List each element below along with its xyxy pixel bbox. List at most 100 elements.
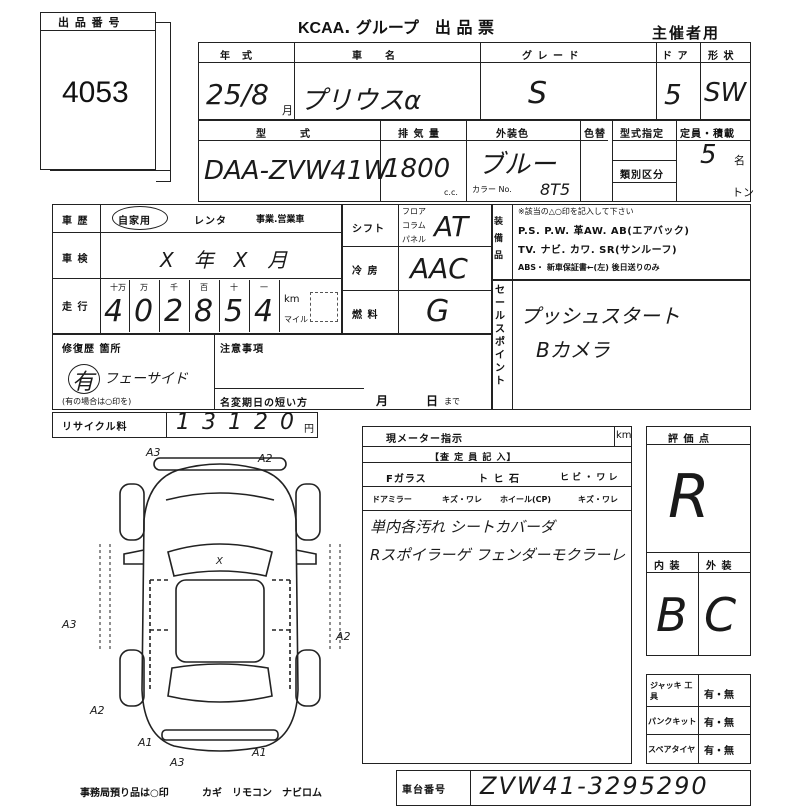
year-value: 25/8 [206, 78, 269, 111]
crack-options: ヒ ビ ・ ワ レ [560, 473, 618, 483]
sales-point-div [512, 280, 513, 410]
digit-value: 8 [194, 294, 214, 329]
row2-div5 [676, 120, 677, 202]
mid-div [398, 204, 399, 334]
car-diagram [99, 457, 341, 752]
color-change-label: 色替 [584, 129, 606, 140]
caution-line [214, 388, 364, 389]
row1-box [198, 42, 751, 120]
mid-line2 [342, 290, 492, 291]
row2-type-line2 [612, 160, 676, 161]
digit-value: 5 [224, 294, 244, 329]
shape-label: 形 状 [708, 51, 735, 62]
color-label: 外装色 [496, 129, 529, 140]
mirror-options: キズ・ワレ [442, 495, 482, 504]
fuel-label: 燃 料 [352, 310, 379, 321]
damage-mark-rear-left: A2 [90, 704, 105, 717]
lot-number-box-shadow-bottom [50, 170, 170, 171]
sales-point-line2: Bカメラ [536, 338, 610, 362]
inspection-label: 車 検 [62, 254, 89, 265]
lot-label: 出 品 番 号 [58, 16, 121, 29]
digit-value: 4 [104, 294, 124, 329]
capacity-unit: 名 [734, 154, 745, 167]
interior-label: 内 装 [654, 561, 681, 572]
fuel-value: G [426, 294, 450, 329]
damage-mark-rear-bumper: A1 [138, 736, 153, 749]
repair-label: 修復歴 箇所 [62, 344, 122, 355]
history-line1 [52, 232, 342, 233]
jack-label: ジャッキ 工具 [650, 681, 693, 701]
row2-header-line [198, 140, 608, 141]
displacement-value: 1800 [384, 154, 451, 184]
exterior-label: 外 装 [706, 561, 733, 572]
ac-label: 冷 房 [352, 266, 379, 277]
caution-day: 日 [426, 394, 440, 408]
repair-detail: フェーサイド [104, 371, 188, 387]
lot-number-box-shadow [156, 22, 171, 182]
sales-point-label: セールスポイント [495, 285, 506, 387]
title: KCAA. グループ 出 品 票 [298, 14, 494, 38]
color-no-label: カラー No. [472, 185, 512, 194]
inspector-line4 [362, 510, 632, 511]
color-no-value: 8T5 [540, 180, 571, 199]
jack-value: 有・無 [704, 690, 734, 701]
chassis-label: 車台番号 [402, 785, 446, 796]
repair-note: (有の場合は○印を) [62, 397, 132, 406]
chassis-value: ZVW41-3295290 [480, 772, 709, 800]
class-label: 類別区分 [620, 170, 664, 181]
grade-label: グ レ ー ド [522, 51, 580, 62]
mile-label: マイル [284, 315, 308, 324]
interior-score-value: B [656, 588, 688, 642]
row2-box [198, 120, 751, 202]
mirror-left [123, 549, 145, 565]
meter-km: km [616, 430, 632, 441]
inspector-note2: Rスポイラーゲ フェンダーモクラーレ [370, 546, 626, 564]
score-line1 [646, 444, 751, 445]
puncture-label: パンクキット [648, 717, 697, 726]
model-label: 型 式 [256, 129, 311, 140]
displacement-label: 排 気 量 [398, 129, 440, 140]
wheel-front-left [119, 483, 145, 541]
recycle-label: リサイクル料 [62, 422, 128, 433]
row1-div4 [700, 42, 701, 120]
cc-unit: c.c. [444, 188, 458, 197]
equipment-note: ※該当の△○印を記入して下さい [518, 207, 634, 216]
spare-value: 有・無 [704, 746, 734, 757]
rear-bumper [161, 729, 279, 741]
caution-made: まで [444, 397, 460, 406]
wheel-options: キズ・ワレ [578, 495, 618, 504]
puncture-value: 有・無 [704, 718, 734, 729]
car-body-outline [141, 463, 299, 752]
capacity-value: 5 [700, 140, 717, 170]
inspector-line2 [362, 462, 632, 463]
shift-value: AT [434, 210, 469, 243]
car-door-right [270, 579, 291, 690]
caution-label: 注意事項 [220, 344, 264, 355]
equipment-div [512, 204, 513, 280]
mirror-right [295, 549, 317, 565]
spare-label: スペアタイヤ [648, 745, 696, 754]
inspector-box [362, 426, 632, 764]
row2-div3 [580, 120, 581, 202]
digit-value: 4 [254, 294, 274, 329]
doors-label: ド ア [662, 51, 689, 62]
repair-box [52, 334, 492, 410]
history-div [100, 204, 101, 334]
fglass-label: Fガラス [386, 474, 427, 485]
shift-label: シフト [352, 224, 385, 235]
row2-div2 [466, 120, 467, 202]
mileage-label: 走 行 [62, 302, 89, 313]
doors-value: 5 [664, 78, 682, 111]
shape-value: SW [704, 78, 747, 108]
damage-mark-left-side: A3 [62, 618, 77, 631]
inspector-km-div [614, 426, 615, 446]
row1-div1 [294, 42, 295, 120]
front-bumper [153, 457, 287, 471]
recycle-box [52, 412, 318, 438]
year-label: 年 式 [220, 51, 253, 62]
title-rest: . グループ 出 品 票 [344, 18, 495, 37]
